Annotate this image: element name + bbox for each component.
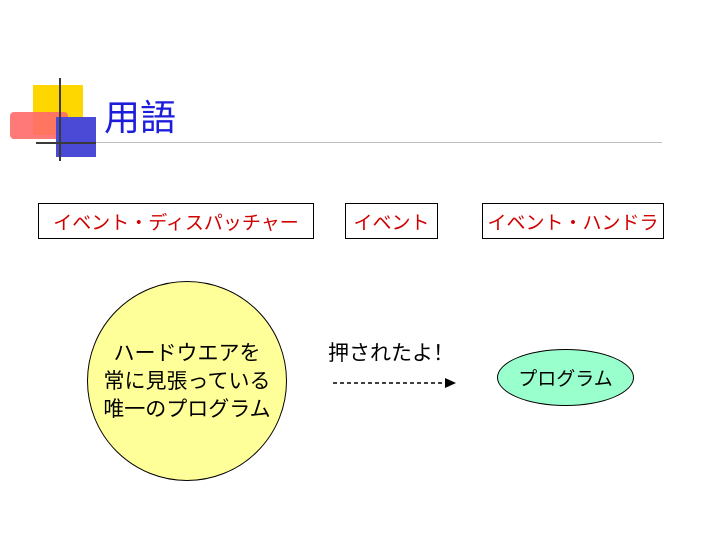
dispatcher-circle: ハードウエアを 常に見張っている 唯一のプログラム (87, 281, 287, 481)
title-underline (60, 142, 662, 143)
decor-horizontal-line (36, 142, 96, 144)
handler-program-ellipse: プログラム (497, 349, 634, 406)
label-event-dispatcher: イベント・ディスパッチャー (38, 203, 314, 239)
handler-program-label: プログラム (518, 368, 613, 390)
label-event: イベント (345, 203, 438, 239)
decor-blue-square (56, 117, 96, 157)
decor-vertical-line (59, 78, 61, 161)
dispatcher-line-3: 唯一のプログラム (103, 397, 271, 421)
dispatcher-line-1: ハードウエアを (113, 341, 261, 365)
label-event-handler: イベント・ハンドラ (482, 203, 664, 239)
event-message: 押されたよ！ (328, 341, 454, 365)
dispatcher-line-2: 常に見張っている (103, 369, 271, 393)
dashed-arrow-icon (333, 378, 456, 388)
slide-title: 用語 (104, 98, 177, 139)
dispatcher-description: ハードウエアを 常に見張っている 唯一のプログラム (103, 339, 270, 423)
